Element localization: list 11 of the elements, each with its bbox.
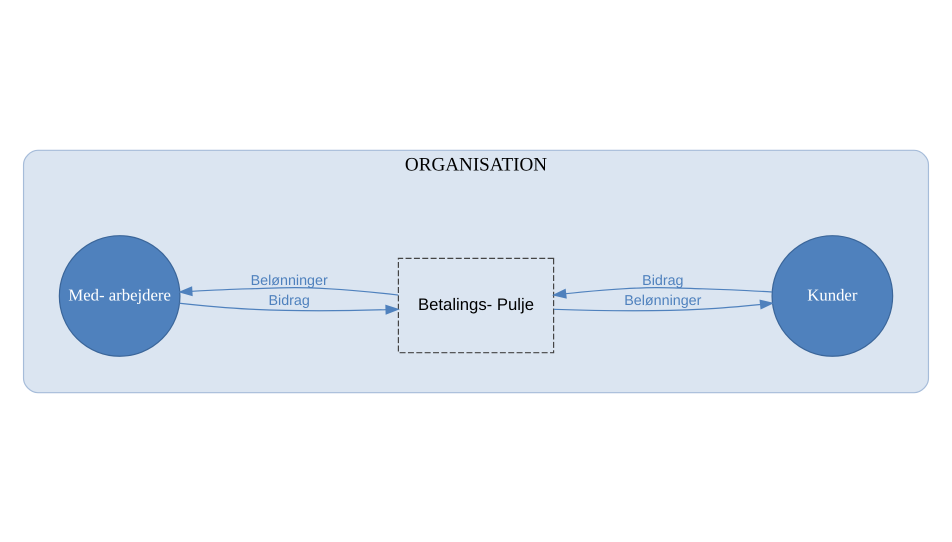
edge-label: Bidrag xyxy=(268,292,310,309)
arrow xyxy=(554,299,774,311)
arrow xyxy=(179,302,400,314)
node-circle: Kunder xyxy=(771,234,894,356)
edge-label: Bidrag xyxy=(642,272,684,288)
edge-label: Belønninger xyxy=(250,272,328,288)
arrow xyxy=(552,286,772,298)
arrow xyxy=(178,286,398,296)
edge-label: Belønninger xyxy=(624,292,702,309)
node-box: Betalings- Pulje xyxy=(398,257,554,353)
node-circle: Med- arbejdere xyxy=(58,234,181,356)
